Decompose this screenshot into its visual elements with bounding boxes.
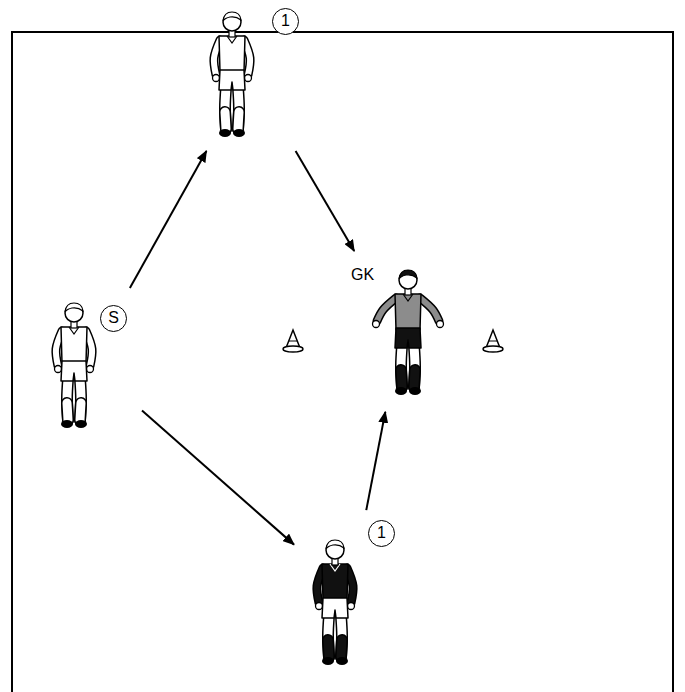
player-figure: [303, 534, 367, 668]
player: 1: [300, 518, 400, 670]
callout-number: 1: [272, 8, 299, 35]
pitch-boundary: [12, 32, 673, 692]
callout-number: 1: [368, 520, 395, 547]
callout-number: S: [100, 305, 127, 332]
movement-arrow: [142, 411, 294, 545]
movement-arrow: [366, 412, 385, 510]
player: S: [40, 295, 136, 431]
player: 1: [195, 2, 305, 144]
cone: [483, 330, 503, 352]
movement-arrow: [130, 151, 207, 288]
player-figure: [42, 299, 106, 429]
movement-arrow: [296, 151, 355, 251]
player-figure: [200, 6, 264, 140]
player-label: GK: [349, 266, 376, 284]
goalkeeper-figure: [363, 262, 453, 400]
player: GK: [345, 258, 457, 404]
cone: [283, 330, 303, 352]
